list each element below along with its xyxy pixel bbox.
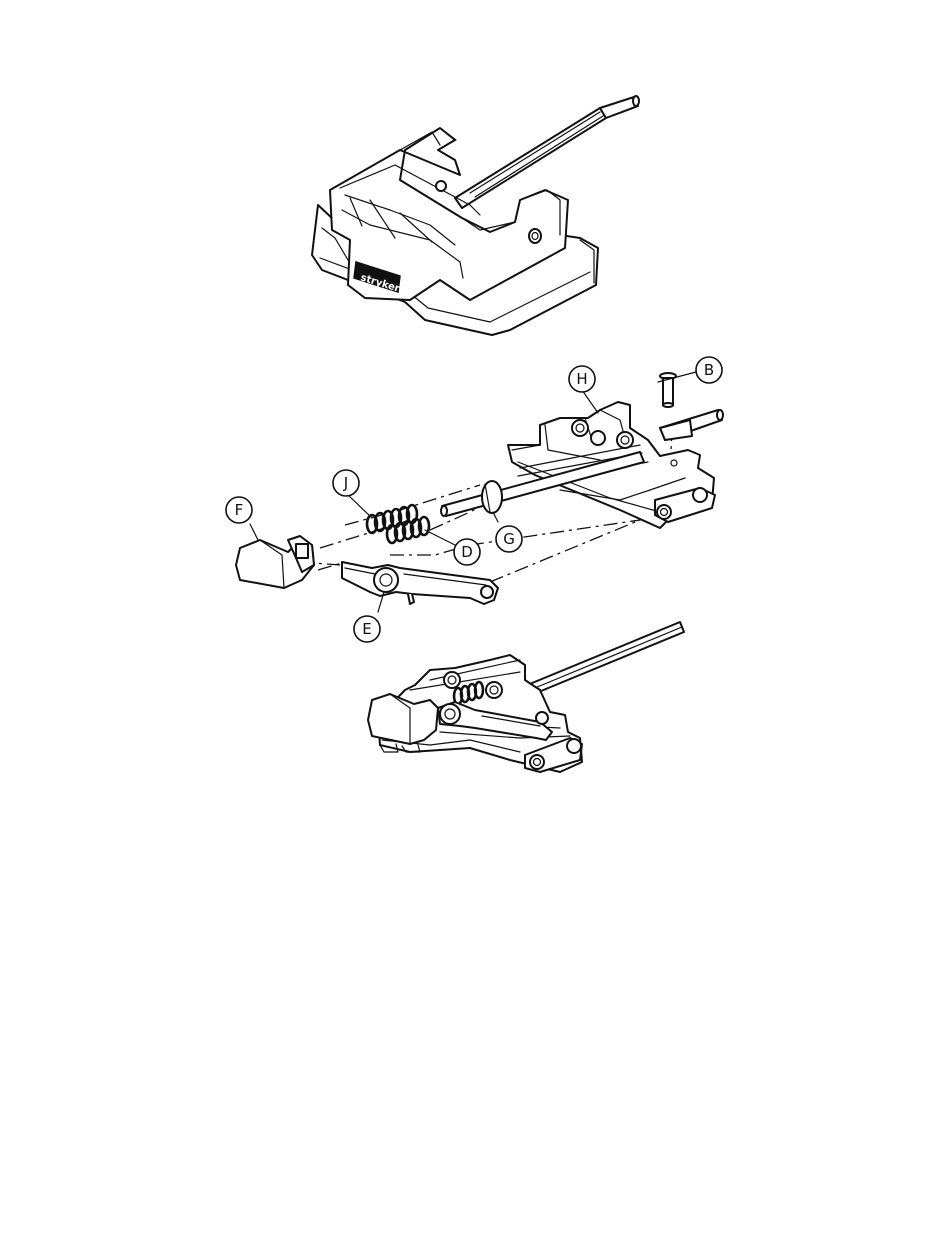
callout-b: B <box>696 357 722 383</box>
callout-h: H <box>569 366 595 392</box>
callout-e-letter: E <box>362 620 371 638</box>
rod-bottom <box>520 622 684 698</box>
callout-f-letter: F <box>235 501 244 519</box>
callout-f: F <box>226 497 252 523</box>
callout-g-letter: G <box>503 530 515 548</box>
callout-d: D <box>454 539 480 565</box>
callout-e: E <box>354 616 380 642</box>
part-f-knob <box>236 536 314 588</box>
assembled-cover-view: stryker <box>312 96 639 335</box>
part-j-spring <box>367 505 417 533</box>
callout-d-letter: D <box>461 543 473 561</box>
exploded-view: B H J F D G E <box>226 357 723 642</box>
part-e-lever <box>342 562 498 604</box>
callout-g: G <box>496 526 522 552</box>
callout-h-letter: H <box>576 370 587 388</box>
assembled-mechanism-view <box>368 622 684 772</box>
callout-b-letter: B <box>704 361 714 379</box>
callout-j: J <box>333 470 359 496</box>
callout-j-letter: J <box>343 474 348 492</box>
cover-side-hole <box>529 229 541 243</box>
